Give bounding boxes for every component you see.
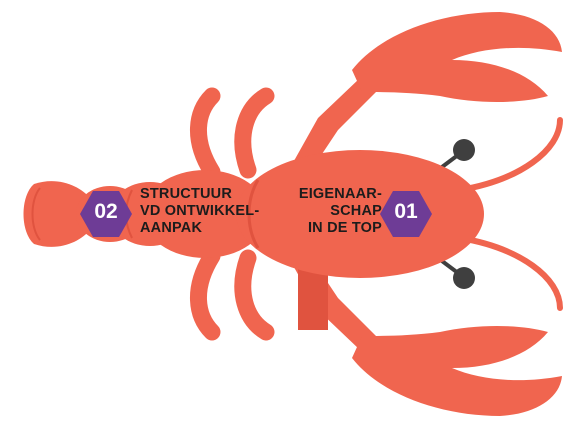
lobster-head [236,150,484,278]
tail-segment-1 [143,170,267,258]
legs [190,87,275,341]
step-01-number: 01 [394,200,418,223]
lower-eye-icon [453,267,475,289]
upper-eye-icon [453,139,475,161]
step-01-badge [380,191,432,237]
step-02-number: 02 [94,200,118,223]
upper-antenna [457,117,563,193]
tail-fan [23,181,90,247]
step-02-label: STRUCTUUR VD ONTWIKKEL- AANPAK [140,186,260,236]
upper-claw-arm [290,78,378,178]
step-01-label: EIGENAAR- SCHAP IN DE TOP [298,186,382,236]
lower-claw [352,326,562,416]
step-02-badge [80,191,132,237]
upper-claw [352,12,562,102]
lower-antenna [457,235,563,311]
